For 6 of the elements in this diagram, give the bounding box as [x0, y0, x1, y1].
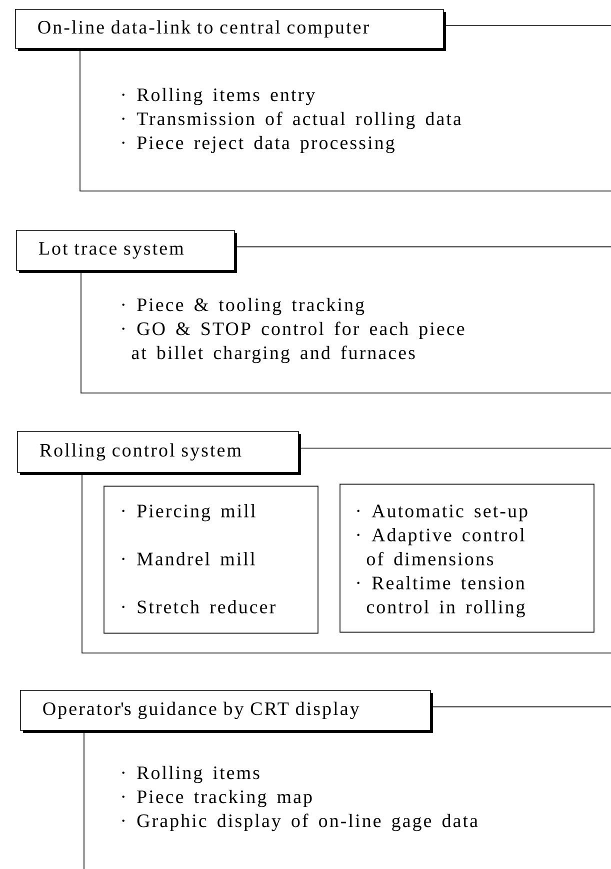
- list-box: · Automatic set-up · Adaptive control of dimensions · Realtime tension control in rolling: [340, 484, 594, 633]
- heading-box: Operator's guidance by CRT display: [20, 690, 433, 733]
- heading-box: On-line data-link to central computer: [15, 9, 446, 51]
- heading-box: Rolling control system: [17, 431, 301, 475]
- list-box: · Piercing mill · Mandrel mill · Stretch reducer: [104, 486, 318, 634]
- heading-box: Lot trace system: [16, 230, 237, 273]
